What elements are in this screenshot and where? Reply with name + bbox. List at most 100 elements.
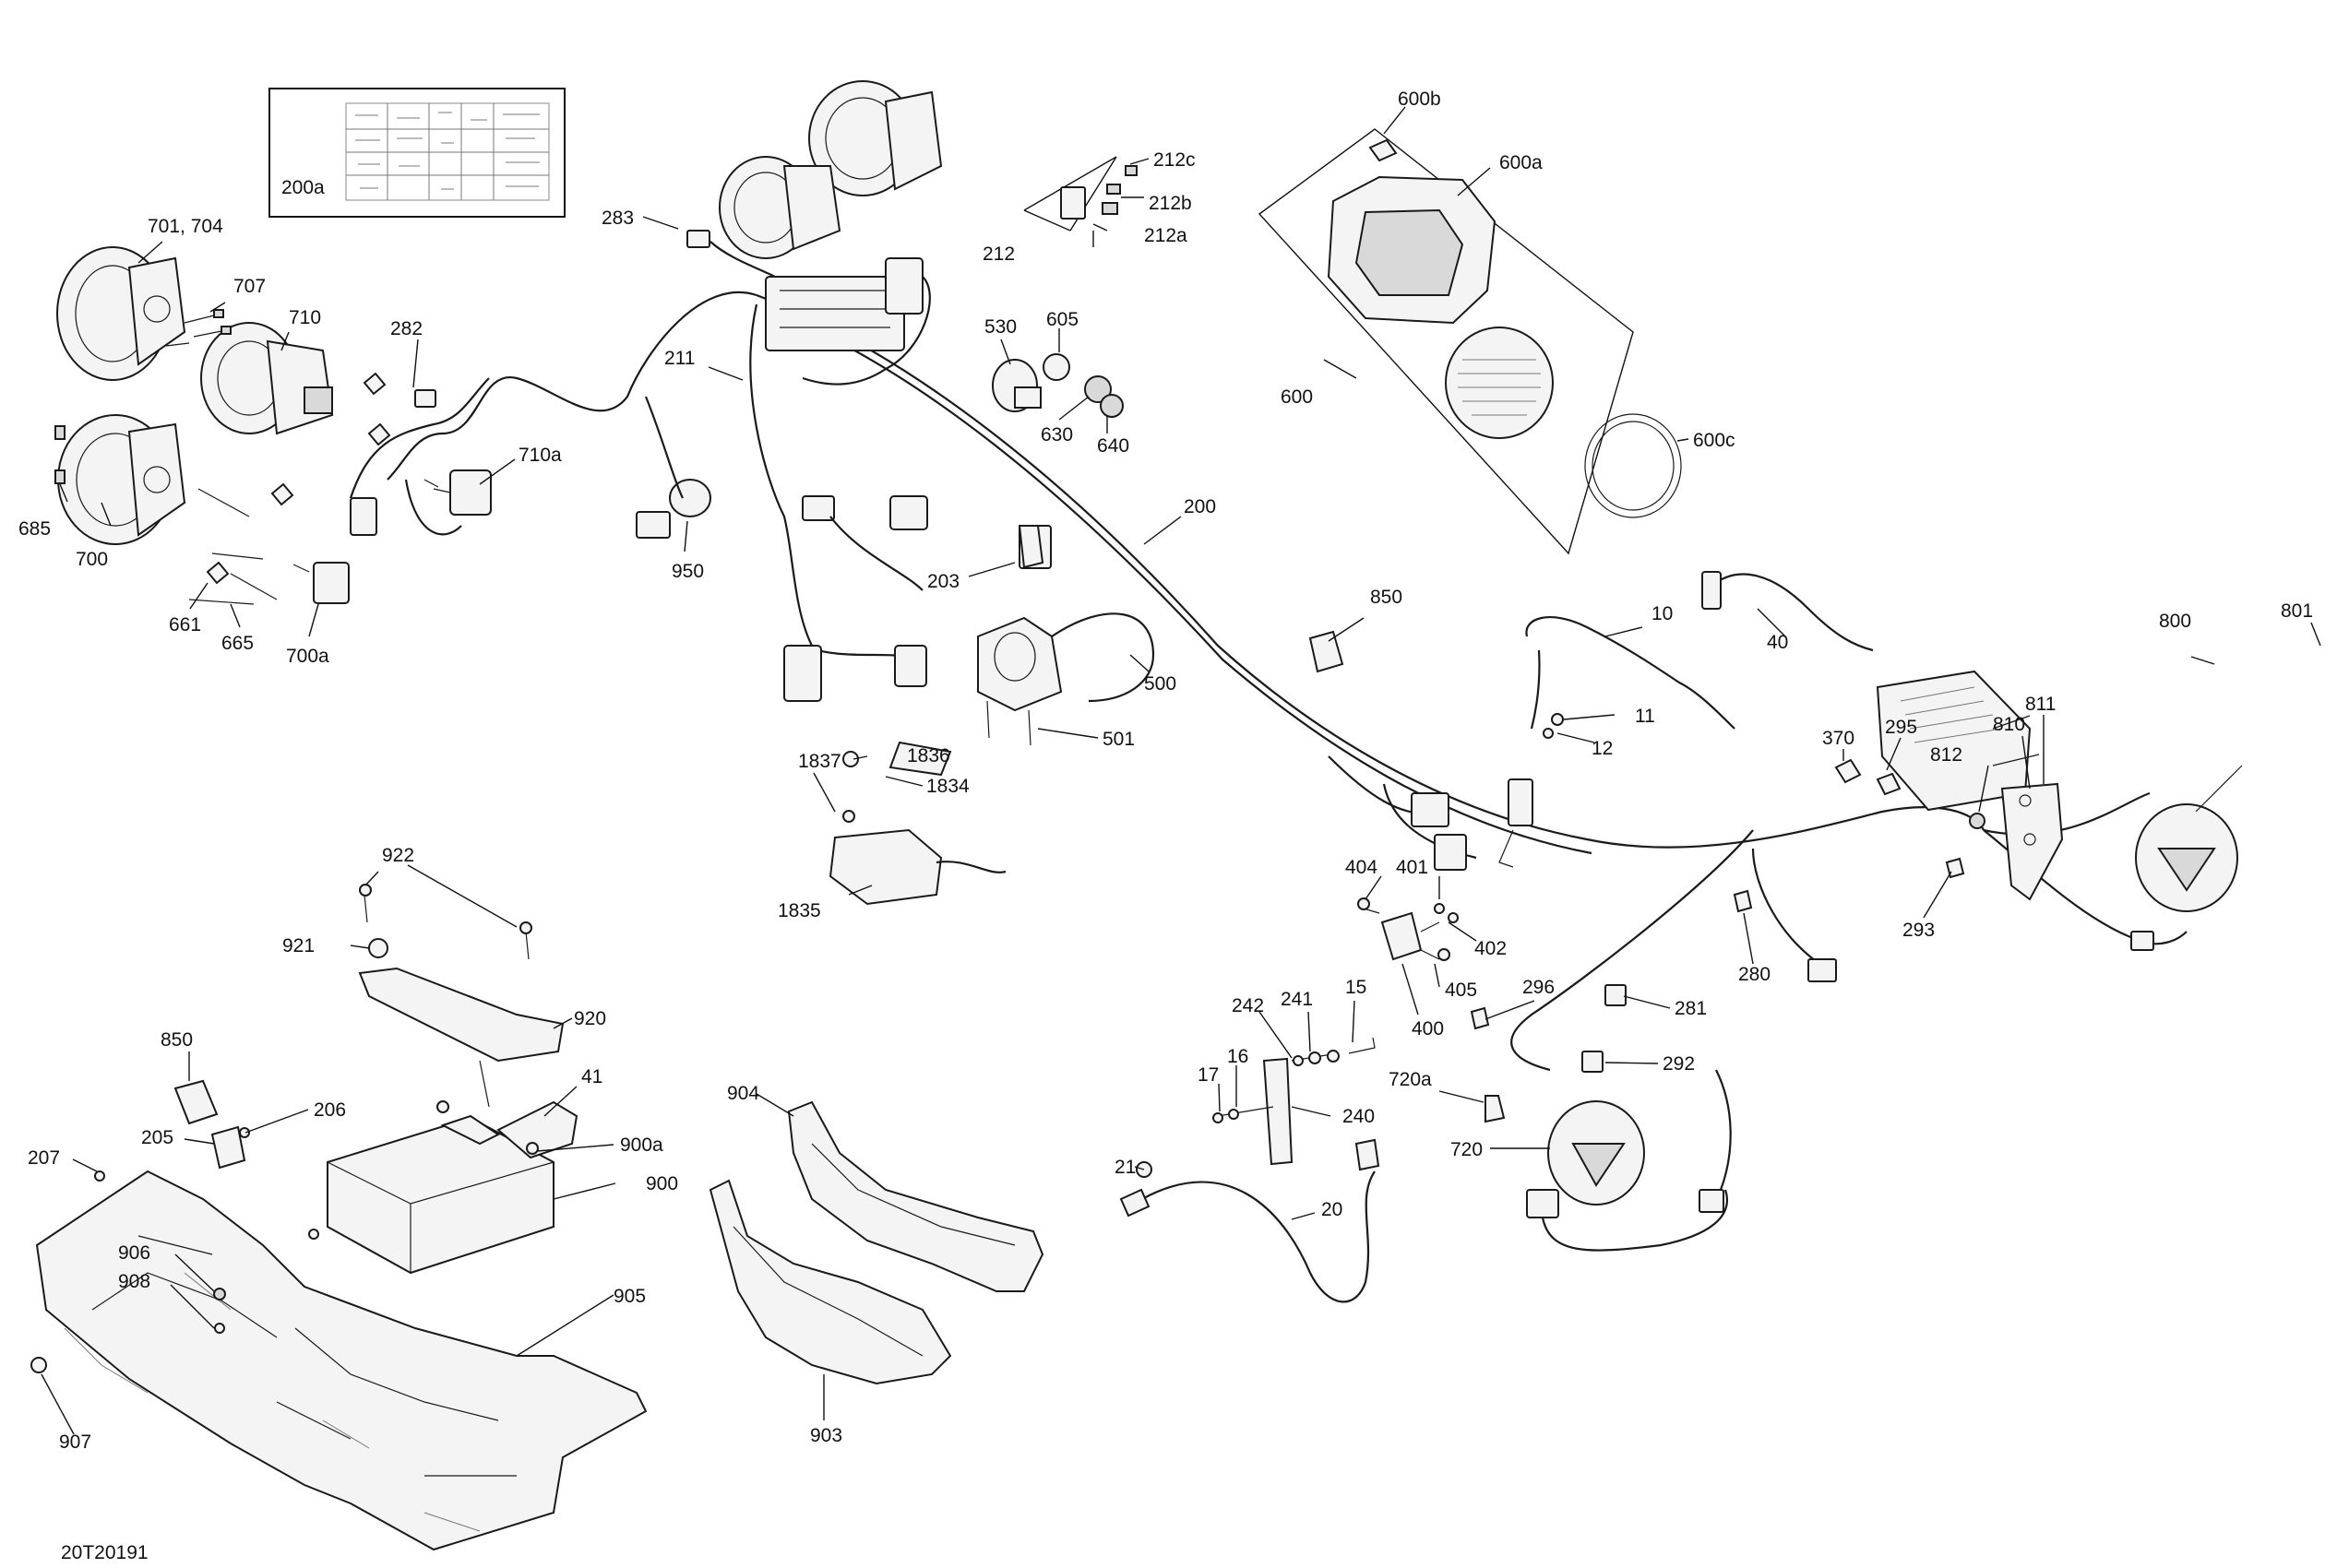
tray-905 bbox=[30, 1170, 648, 1551]
callout-1837: 1837 bbox=[798, 751, 841, 772]
callout-900a: 900a bbox=[620, 1134, 663, 1156]
callout-906: 906 bbox=[118, 1242, 150, 1264]
callout-405: 405 bbox=[1445, 980, 1477, 1001]
callout-280: 280 bbox=[1738, 964, 1771, 985]
connector-700a bbox=[292, 562, 350, 604]
callout-950: 950 bbox=[672, 561, 704, 582]
connector-850-206-205 bbox=[173, 1079, 250, 1170]
callout-530: 530 bbox=[984, 316, 1017, 338]
callout-212c: 212c bbox=[1153, 149, 1196, 171]
callout-212: 212 bbox=[983, 244, 1015, 265]
callout-1834: 1834 bbox=[926, 776, 970, 797]
callout-10: 10 bbox=[1651, 603, 1673, 624]
callout-241: 241 bbox=[1281, 989, 1313, 1010]
callout-800: 800 bbox=[2159, 611, 2191, 632]
callout-801: 801 bbox=[2281, 600, 2313, 622]
fasteners-707-685 bbox=[54, 309, 391, 605]
callout-905: 905 bbox=[614, 1286, 646, 1307]
callout-710a: 710a bbox=[519, 445, 562, 466]
switches-530-640 bbox=[992, 353, 1124, 418]
callout-242: 242 bbox=[1232, 995, 1264, 1016]
callout-200: 200 bbox=[1184, 496, 1216, 517]
callout-282: 282 bbox=[390, 318, 423, 339]
nut-bolt-11-12 bbox=[1543, 713, 1564, 739]
callout-661: 661 bbox=[169, 614, 201, 636]
callout-40: 40 bbox=[1767, 632, 1788, 653]
callout-605: 605 bbox=[1046, 309, 1079, 330]
bracket-810 bbox=[2000, 782, 2064, 901]
callout-296: 296 bbox=[1522, 977, 1555, 998]
callout-810: 810 bbox=[1993, 714, 2025, 735]
sensor-1835 bbox=[829, 741, 1007, 906]
callout-295: 295 bbox=[1885, 717, 1917, 738]
regulator-800 bbox=[1876, 670, 2040, 812]
callout-200a: 200a bbox=[281, 177, 325, 198]
callout-720a: 720a bbox=[1389, 1069, 1432, 1090]
callout-811: 811 bbox=[2025, 694, 2056, 715]
callout-16: 16 bbox=[1227, 1046, 1248, 1067]
grommet-850 bbox=[1308, 630, 1344, 673]
callout-501: 501 bbox=[1103, 729, 1135, 750]
ignition-950 bbox=[636, 396, 711, 539]
callout-812: 812 bbox=[1930, 744, 1962, 766]
callout-665: 665 bbox=[221, 633, 254, 654]
connector-710a bbox=[404, 469, 492, 536]
callout-283: 283 bbox=[602, 208, 634, 229]
callout-701-704: 701, 704 bbox=[148, 216, 223, 237]
callout-600b: 600b bbox=[1398, 89, 1441, 110]
callout-685: 685 bbox=[18, 518, 51, 540]
callout-707: 707 bbox=[233, 276, 266, 297]
callout-900: 900 bbox=[646, 1173, 678, 1194]
callout-205: 205 bbox=[141, 1127, 173, 1148]
label-sheet-200a bbox=[268, 88, 566, 218]
callout-211: 211 bbox=[664, 348, 695, 369]
callout-1835: 1835 bbox=[778, 900, 821, 921]
fog-lamp-720 bbox=[1484, 1069, 1732, 1252]
callout-904: 904 bbox=[727, 1083, 759, 1104]
callout-281: 281 bbox=[1675, 998, 1707, 1019]
callout-404: 404 bbox=[1345, 857, 1377, 878]
callout-907: 907 bbox=[59, 1431, 91, 1453]
callout-600c: 600c bbox=[1693, 430, 1735, 451]
callout-41: 41 bbox=[581, 1066, 602, 1087]
callout-203: 203 bbox=[927, 571, 960, 592]
battery-900 bbox=[327, 1100, 578, 1275]
callout-401: 401 bbox=[1396, 857, 1428, 878]
callout-920: 920 bbox=[574, 1008, 606, 1029]
callout-700a: 700a bbox=[286, 646, 329, 667]
ground-cable-10 bbox=[1525, 616, 1735, 730]
bracket-920 bbox=[358, 884, 565, 1108]
callout-292: 292 bbox=[1663, 1053, 1695, 1075]
callout-212a: 212a bbox=[1144, 225, 1187, 246]
clip-203 bbox=[1018, 525, 1044, 569]
callout-240: 240 bbox=[1342, 1106, 1375, 1127]
leader-lines bbox=[41, 106, 2321, 1435]
callout-207: 207 bbox=[28, 1147, 60, 1169]
callout-850-lower: 850 bbox=[161, 1029, 193, 1051]
callout-850-upper: 850 bbox=[1370, 587, 1402, 608]
lamp-housing-710 bbox=[200, 322, 334, 435]
callout-640: 640 bbox=[1097, 435, 1129, 457]
display-assembly-600 bbox=[1258, 128, 1682, 555]
callout-17: 17 bbox=[1198, 1064, 1219, 1086]
callout-720: 720 bbox=[1450, 1139, 1483, 1160]
clip-370-295-812 bbox=[1834, 758, 1985, 879]
bracket-240 bbox=[1212, 1037, 1376, 1166]
callout-630: 630 bbox=[1041, 424, 1073, 445]
callout-370: 370 bbox=[1822, 728, 1854, 749]
callout-922: 922 bbox=[382, 845, 414, 866]
fog-lamp-right bbox=[2135, 765, 2243, 912]
callout-908: 908 bbox=[118, 1271, 150, 1292]
callout-12: 12 bbox=[1592, 738, 1613, 759]
fuse-relay-212 bbox=[1023, 156, 1138, 232]
callout-402: 402 bbox=[1474, 938, 1507, 959]
connector-282 bbox=[414, 389, 436, 408]
callout-710: 710 bbox=[289, 307, 321, 328]
callout-600: 600 bbox=[1281, 386, 1313, 408]
headlight-700 bbox=[57, 414, 186, 545]
upper-headlights bbox=[686, 80, 943, 386]
battery-cable-20 bbox=[1119, 1138, 1380, 1305]
callout-500: 500 bbox=[1144, 673, 1176, 695]
callout-212b: 212b bbox=[1149, 193, 1192, 214]
